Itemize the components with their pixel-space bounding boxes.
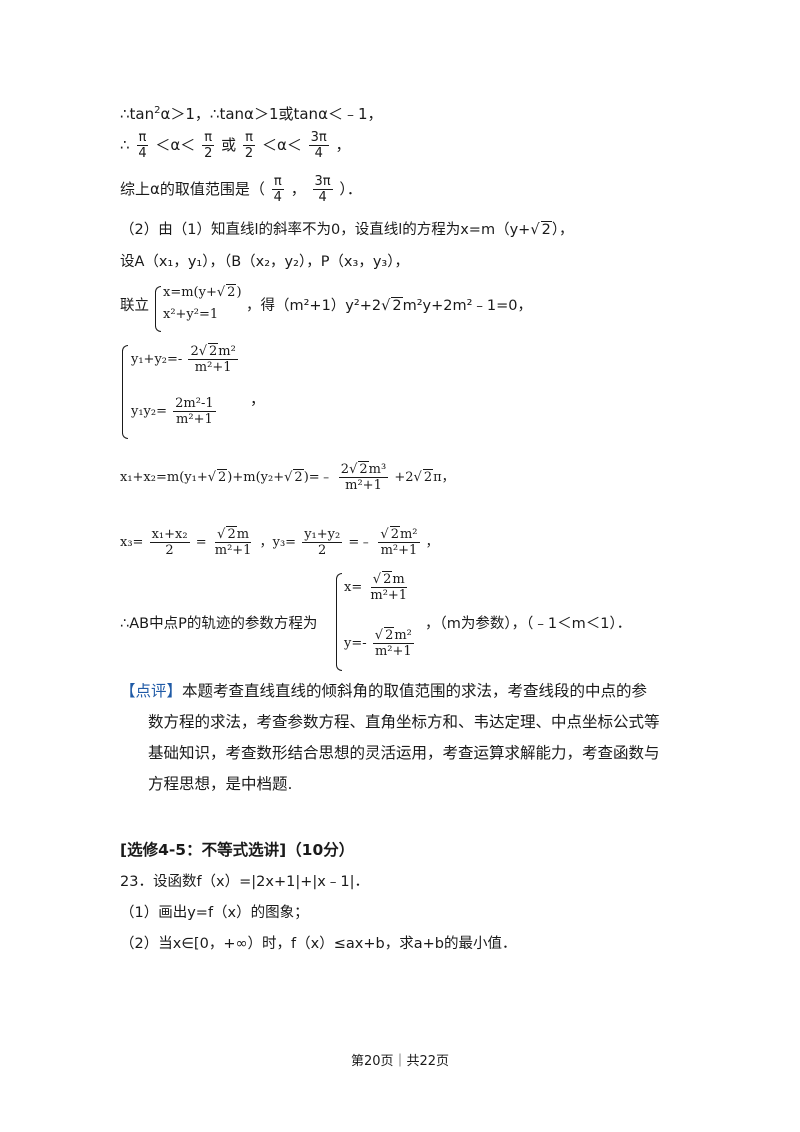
line-tan-squared: ∴tan2α＞1，∴tanα＞1或tanα＜﹣1， [120, 105, 383, 123]
q23-stem: 23．设函数f（x）=|2x+1|+|x﹣1|． [120, 874, 369, 890]
system-brace [155, 286, 161, 332]
line-joint-system: 联立 [120, 298, 149, 314]
q23-part2: （2）当x∈[0，+∞）时，f（x）≤ax+b，求a+b的最小值． [120, 936, 517, 952]
parametric-brace [336, 573, 342, 671]
vieta-comma: ， [250, 390, 266, 408]
line-part2-intro: （2）由（1）知直线l的斜率不为0，设直线l的方程为x=m（y+2）， [120, 220, 574, 240]
review-paragraph: 【点评】本题考查直线直线的倾斜角的取值范围的求法，考查线段的中点的参 数方程的求… [120, 682, 660, 793]
vieta-brace [122, 345, 128, 439]
line-parametric-note: ，（m为参数），（﹣1＜m＜1）． [425, 616, 632, 632]
review-tag: 【点评】 [120, 682, 183, 700]
section-heading: [选修4-5：不等式选讲]（10分） [120, 841, 355, 859]
line-parametric-intro: ∴AB中点P的轨迹的参数方程为 [120, 616, 318, 632]
q23-part1: （1）画出y=f（x）的图象； [120, 905, 309, 921]
vieta-sum: y₁+y₂=- 22m²m²+1 [131, 343, 240, 375]
line-x-sum: x₁+x₂=m(y₁+2)+m(y₂+2)=﹣ 22m³m²+1 +22π， [120, 461, 455, 493]
line-points: 设A（x₁，y₁），（B（x₂，y₂），P（x₃，y₃）， [120, 254, 409, 270]
page-footer: 第20页｜共22页 [350, 1054, 450, 1069]
line-quadratic: ，得（m²+1）y²+22m²y+2m²﹣1=0， [246, 296, 532, 316]
system-equations: x=m(y+2) x²+y²=1 [163, 282, 242, 326]
